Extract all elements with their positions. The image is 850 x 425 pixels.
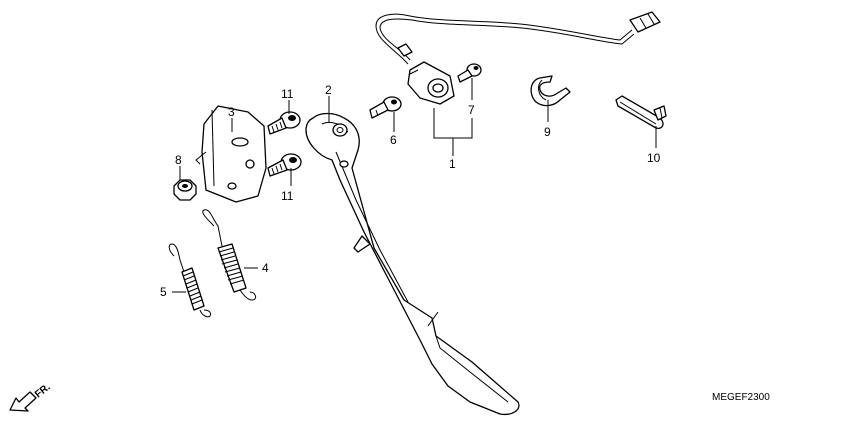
large-spring xyxy=(202,209,257,301)
switch-bolt xyxy=(457,63,482,83)
callout-label: 8 xyxy=(175,153,182,167)
bracket-plate xyxy=(195,105,267,203)
bolt-lower xyxy=(267,153,302,177)
callout-label: 4 xyxy=(262,261,269,275)
diagram-code: MEGEF2300 xyxy=(712,392,770,403)
callout-label: 3 xyxy=(228,105,235,119)
side-stand-switch xyxy=(375,11,661,105)
nut xyxy=(173,179,197,201)
callout-label: 9 xyxy=(544,125,551,139)
callout-label: 10 xyxy=(647,151,661,165)
callout-label: 5 xyxy=(160,285,167,299)
callout-label: 11 xyxy=(281,87,294,101)
wire-clamp xyxy=(530,75,571,107)
bolt-upper xyxy=(267,111,301,135)
callout-label: 2 xyxy=(325,83,332,97)
cable-tie xyxy=(615,95,667,130)
direction-indicator: FR. xyxy=(9,382,53,412)
pivot-bolt xyxy=(369,96,402,119)
callout-label: 7 xyxy=(468,103,475,117)
leader-lines xyxy=(172,78,657,293)
left-down-arrow-icon xyxy=(9,391,37,412)
callout-label: 6 xyxy=(390,133,397,147)
callout-label: 1 xyxy=(449,157,456,171)
part-callouts: 1 2 3 4 5 6 7 8 9 10 11 11 xyxy=(160,83,661,299)
callout-label: 11 xyxy=(281,189,294,203)
side-stand xyxy=(305,112,520,416)
small-spring xyxy=(168,243,211,318)
